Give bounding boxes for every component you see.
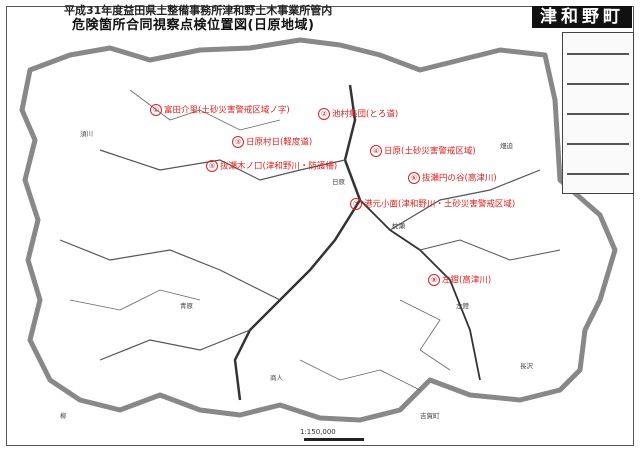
map-frame (6, 6, 634, 446)
road-line (419, 239, 561, 261)
road-line (299, 359, 421, 391)
place-label: 吉賀町 (420, 412, 440, 420)
marker-number: ③ (232, 136, 244, 148)
place-label: 青原 (180, 302, 193, 310)
marker-number: ① (150, 104, 162, 116)
town-name-label: 津和野町 (532, 6, 632, 28)
header-title: 危険箇所合同視察点検位置図(日原地域) (72, 18, 315, 33)
road-line (389, 169, 541, 231)
marker-label: 池村集団(とろ道) (332, 109, 399, 120)
marker-number: ② (318, 108, 330, 120)
location-inset (562, 32, 634, 194)
district-boundary (19, 37, 618, 423)
marker-label: 富田介里(土砂災害警戒区域ノ字) (164, 105, 290, 116)
scale-label: 1:150,000 (300, 428, 336, 436)
marker-number: ④ (370, 145, 382, 157)
marker-label: 日原村日(軽度道) (246, 137, 313, 148)
marker-number: ⑦ (350, 198, 362, 210)
place-label: 枕瀬 (392, 222, 405, 230)
road-line (69, 289, 201, 311)
place-label: 畑迫 (500, 142, 513, 150)
marker-label: 左鐙(高津川) (442, 275, 492, 286)
marker-label: 抜瀬木ノ口(津和野川・防護柵) (220, 161, 338, 172)
place-label: 日原 (332, 178, 345, 186)
place-label: 左鐙 (456, 302, 469, 310)
marker-label: 抜瀬円の谷(高津川) (422, 173, 497, 184)
secondary-river (359, 199, 481, 381)
place-label: 須川 (80, 130, 93, 138)
road-line (99, 149, 346, 181)
main-river (233, 84, 362, 401)
marker-number: ⑧ (428, 274, 440, 286)
place-label: 商人 (270, 374, 283, 382)
scale-bar (304, 438, 364, 441)
place-label: 柳 (60, 412, 67, 420)
road-line (99, 329, 251, 361)
marker-number: ⑤ (206, 160, 218, 172)
road-line (399, 299, 451, 371)
marker-label: 港元小面(津和野川・土砂災害警戒区域) (364, 199, 516, 210)
marker-number: ⑥ (408, 172, 420, 184)
place-label: 長沢 (520, 362, 533, 370)
marker-label: 日原(土砂災害警戒区域) (384, 146, 476, 157)
road-line (59, 239, 281, 301)
header-office: 平成31年度益田県土整備事務所津和野土木事業所管内 (64, 4, 333, 17)
